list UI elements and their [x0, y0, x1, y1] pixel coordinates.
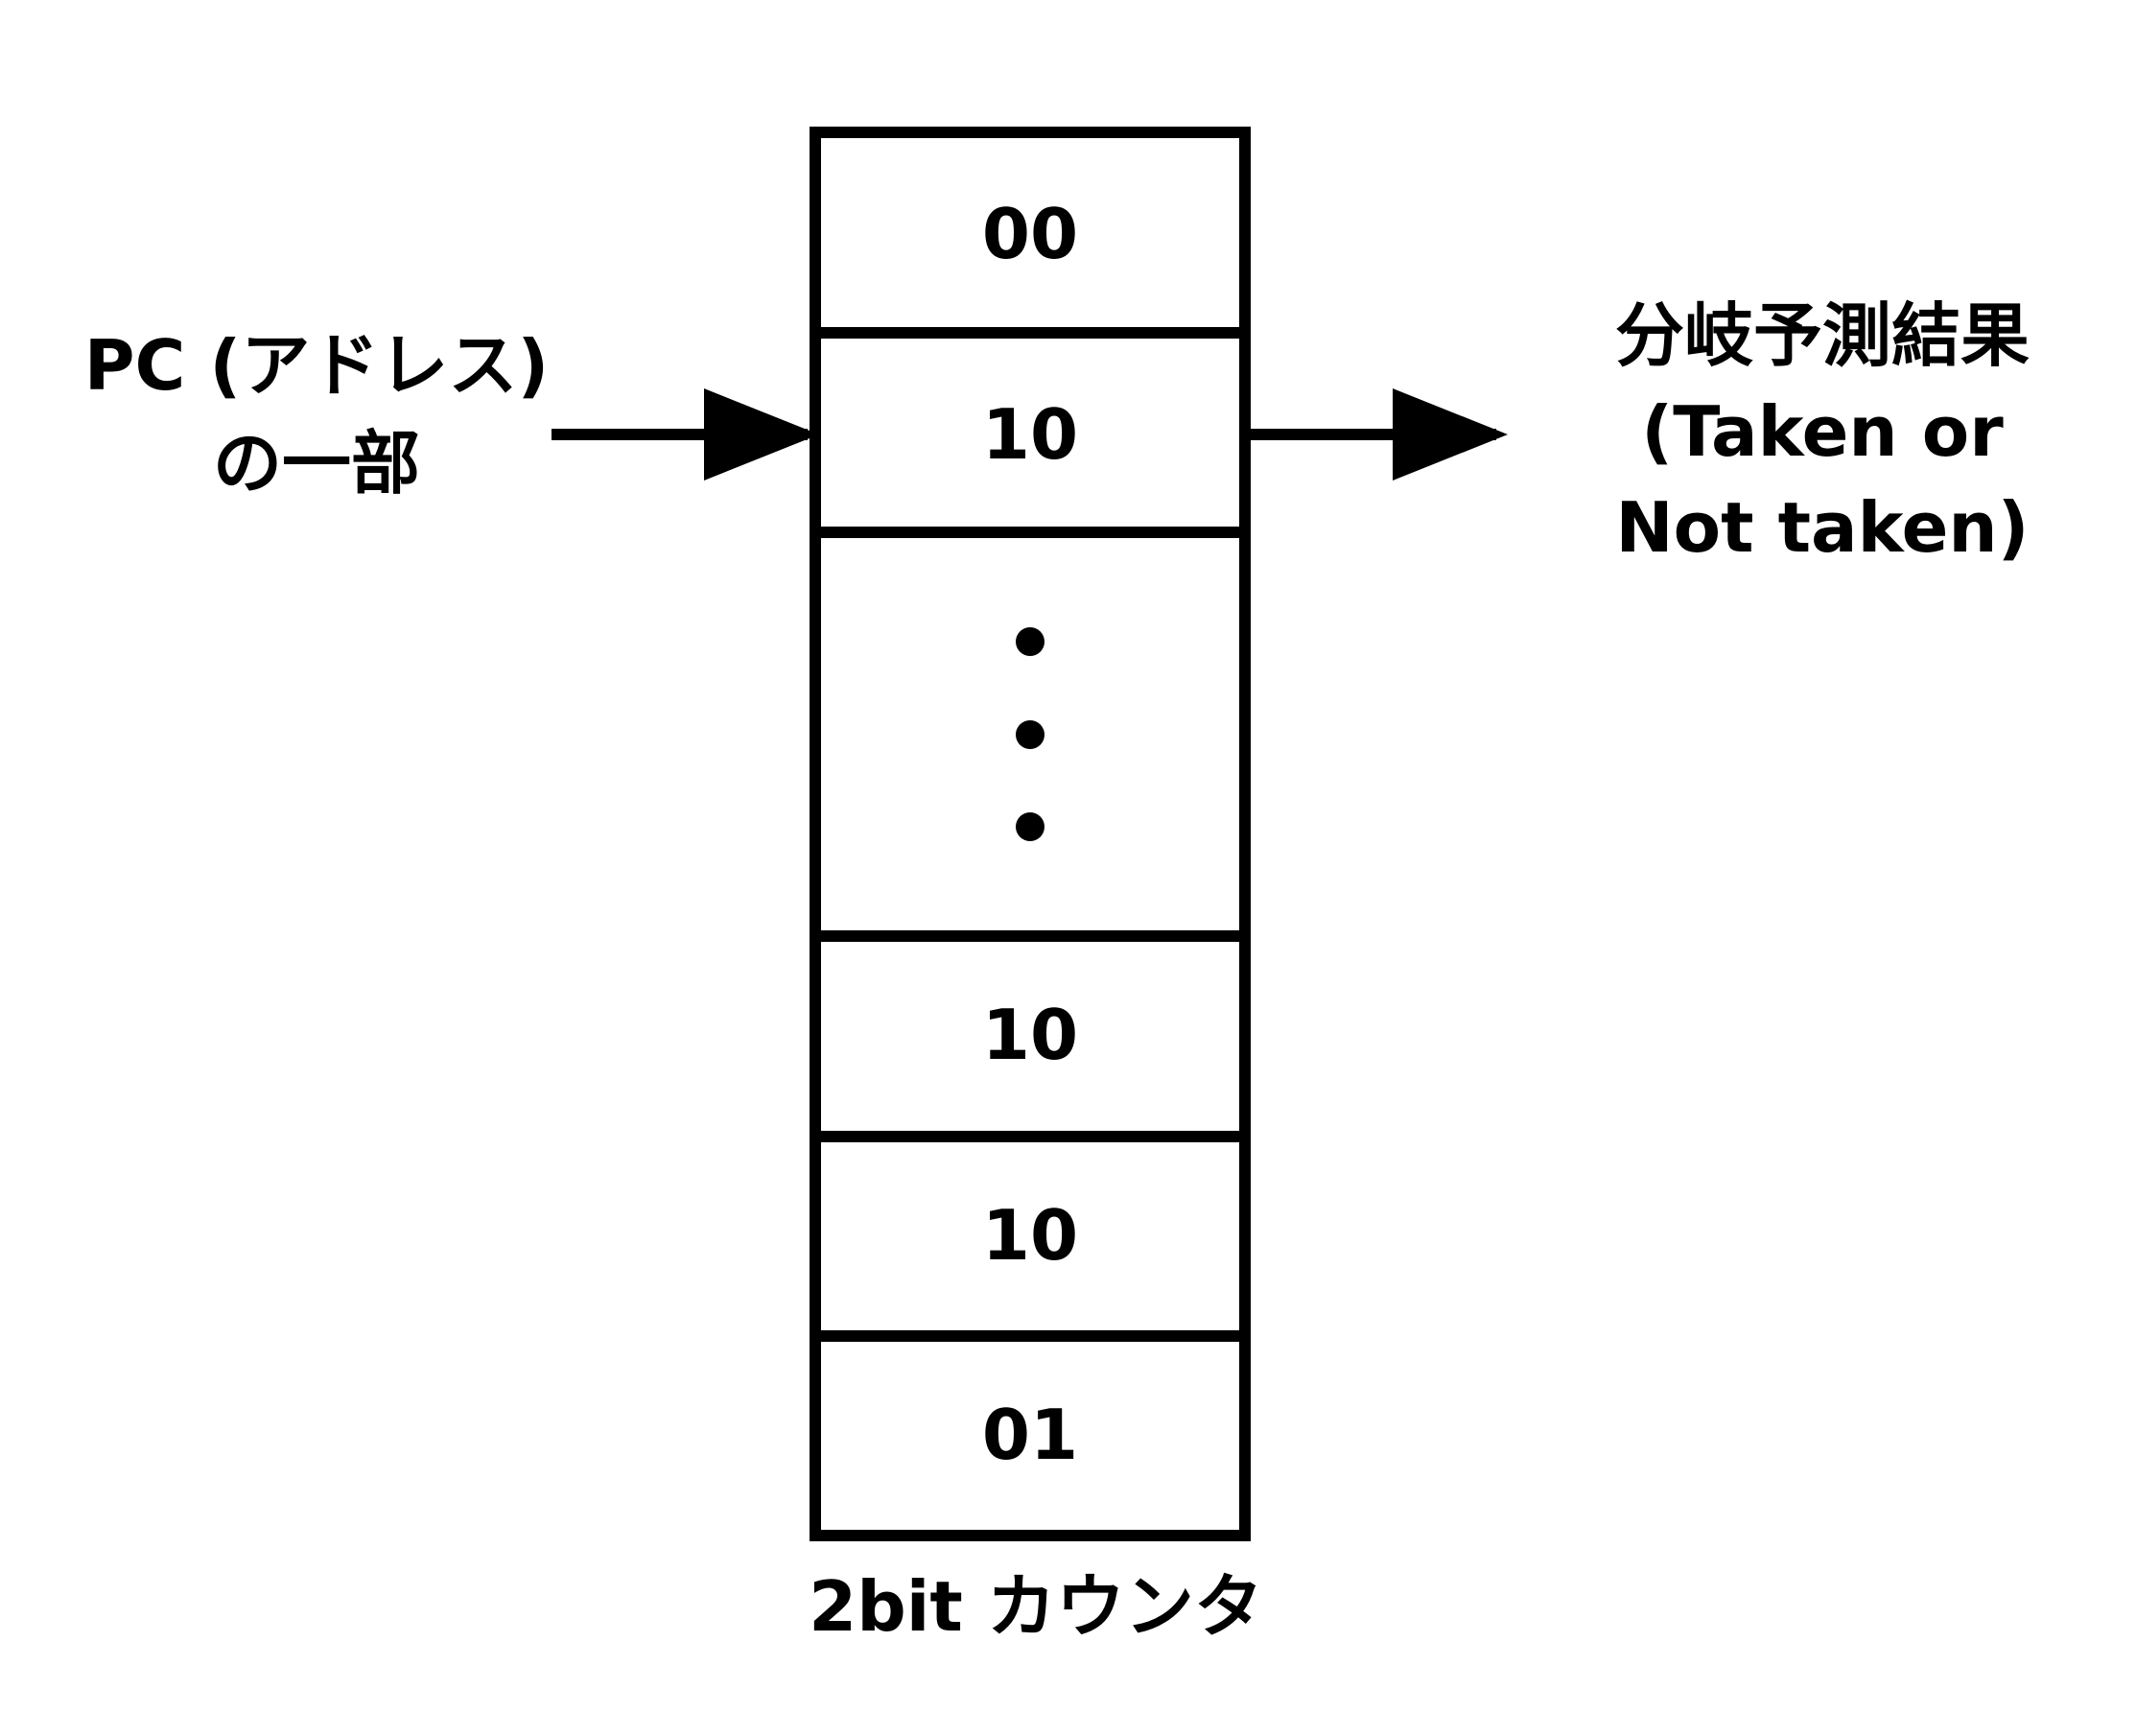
output-label: 分岐予測結果 (Taken or Not taken): [1614, 295, 2030, 568]
counter-table-frame: [810, 127, 1251, 1541]
counter-entry: 10: [982, 1195, 1078, 1276]
counter-entry: 01: [982, 1395, 1078, 1475]
counter-entry: 10: [982, 394, 1078, 475]
counter-entry: 00: [982, 194, 1078, 274]
table-caption: 2bit カウンタ: [809, 1566, 1263, 1647]
counter-entry: 10: [982, 995, 1078, 1075]
input-label: PC (アドレス) の一部: [83, 325, 550, 504]
vertical-ellipsis-icon: [1016, 627, 1045, 841]
